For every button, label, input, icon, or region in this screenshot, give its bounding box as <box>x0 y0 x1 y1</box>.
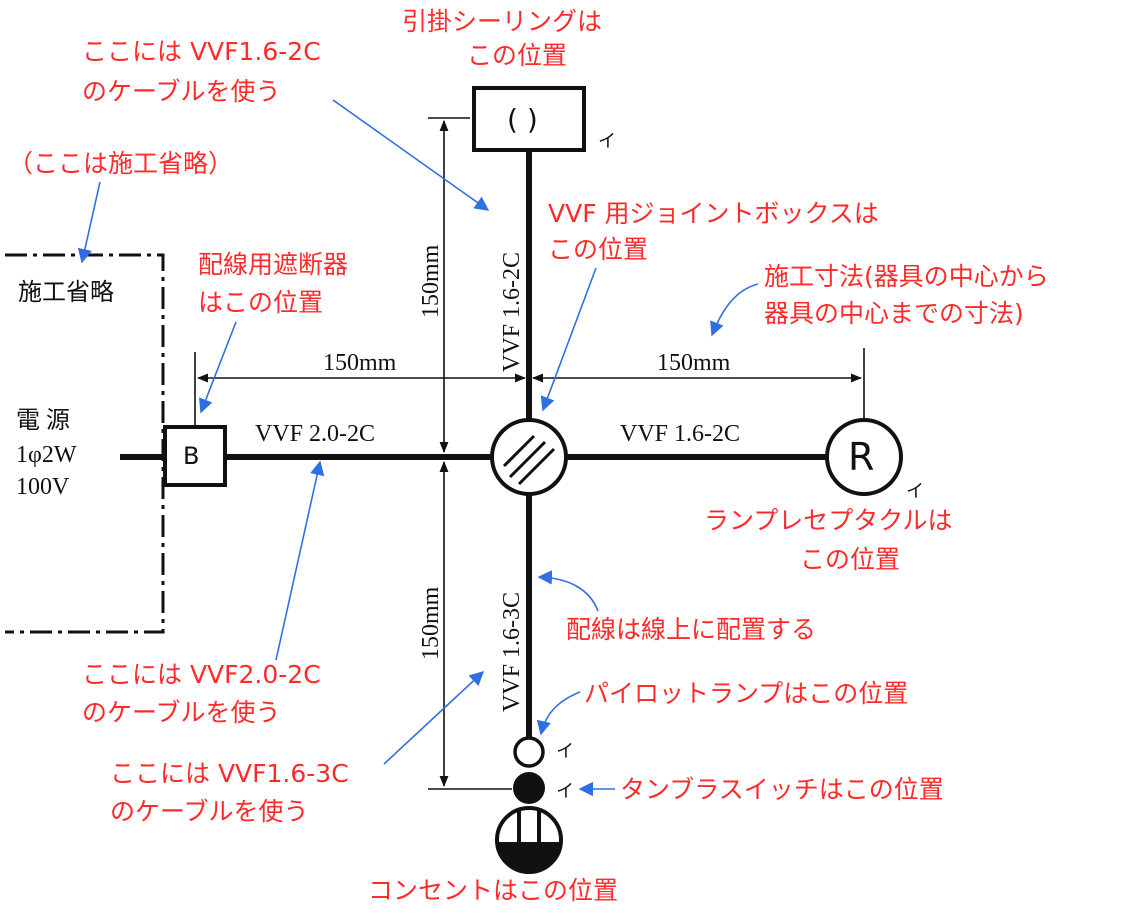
power-source-label: 電 源 <box>16 407 70 434</box>
note-breaker-2: はこの位置 <box>198 288 323 317</box>
note-wiring: 配線は線上に配置する <box>566 615 816 644</box>
pointer-breaker <box>198 321 237 414</box>
lamp-receptacle-mark: R <box>848 435 874 479</box>
ceiling-rosette-symbol <box>472 86 586 152</box>
note-lampreceptacle-2: この位置 <box>800 545 900 574</box>
note-cable-left-2: のケーブルを使う <box>82 698 281 727</box>
pointer-cable-top <box>332 99 490 211</box>
note-cable-top-1: ここには VVF1.6-2C <box>82 37 321 66</box>
dim-label-right: 150mm <box>657 350 731 376</box>
lamp-receptacle-symbol <box>825 418 903 496</box>
cable-label-bottom: VVF 1.6-3C <box>499 592 525 712</box>
junction-hatch-2 <box>508 440 547 479</box>
power-voltage-label: 100V <box>16 474 70 500</box>
note-ceiling-sub: この位置 <box>467 41 567 70</box>
note-dimension-2: 器具の中心までの寸法) <box>764 299 1024 328</box>
ceiling-mark-i: イ <box>598 131 616 152</box>
dim-label-bottom: 150mm <box>418 586 444 660</box>
tumbler-switch-symbol <box>513 772 545 804</box>
note-jbox-1: VVF 用ジョイントボックスは <box>548 199 879 228</box>
switch-mark-i: イ <box>556 781 574 802</box>
cable-label-right: VVF 1.6-2C <box>620 421 740 447</box>
note-pilot: パイロットランプはこの位置 <box>584 679 908 708</box>
power-phase-label: 1φ2W <box>16 442 77 468</box>
ceiling-rosette-mark: ( ) <box>507 103 538 136</box>
note-cable-bottom-1: ここには VVF1.6-3C <box>110 759 349 788</box>
dim-label-left: 150mm <box>323 350 397 376</box>
note-breaker-1: 配線用遮断器 <box>198 250 348 279</box>
note-cable-left-1: ここには VVF2.0-2C <box>82 660 321 689</box>
pointer-cable-left <box>275 460 325 661</box>
pointer-dimension <box>710 283 759 337</box>
note-jbox-2: この位置 <box>548 235 648 264</box>
note-outlet: コンセントはこの位置 <box>368 876 618 905</box>
cable-label-left: VVF 2.0-2C <box>255 421 375 447</box>
pilot-lamp-symbol <box>513 736 545 768</box>
pointer-pilot <box>536 691 581 736</box>
breaker-symbol-label: B <box>183 442 199 470</box>
pilot-mark-i: イ <box>556 741 574 762</box>
junction-hatch-1 <box>502 434 536 468</box>
note-cable-top-2: のケーブルを使う <box>82 77 281 106</box>
note-tumbler: タンブラスイッチはこの位置 <box>620 775 944 804</box>
note-lampreceptacle-1: ランプレセプタクルは <box>704 506 953 535</box>
note-ceiling-title: 引掛シーリングは <box>402 7 602 36</box>
note-dimension-1: 施工寸法(器具の中心から <box>764 262 1049 291</box>
note-omitted: （ここは施工省略） <box>8 149 233 178</box>
pointer-jbox <box>540 267 597 412</box>
junction-hatch-3 <box>517 447 556 486</box>
note-cable-bottom-2: のケーブルを使う <box>110 797 309 826</box>
pointer-omitted <box>77 181 101 264</box>
pointer-cable-bottom <box>383 671 485 765</box>
pointer-wiring <box>537 570 599 612</box>
dim-label-top: 150mm <box>418 244 444 318</box>
outlet-lower-fill <box>497 842 561 874</box>
receptacle-mark-i: イ <box>906 481 924 502</box>
omitted-box-label: 施工省略 <box>18 278 114 306</box>
cable-label-top: VVF 1.6-2C <box>499 252 525 372</box>
